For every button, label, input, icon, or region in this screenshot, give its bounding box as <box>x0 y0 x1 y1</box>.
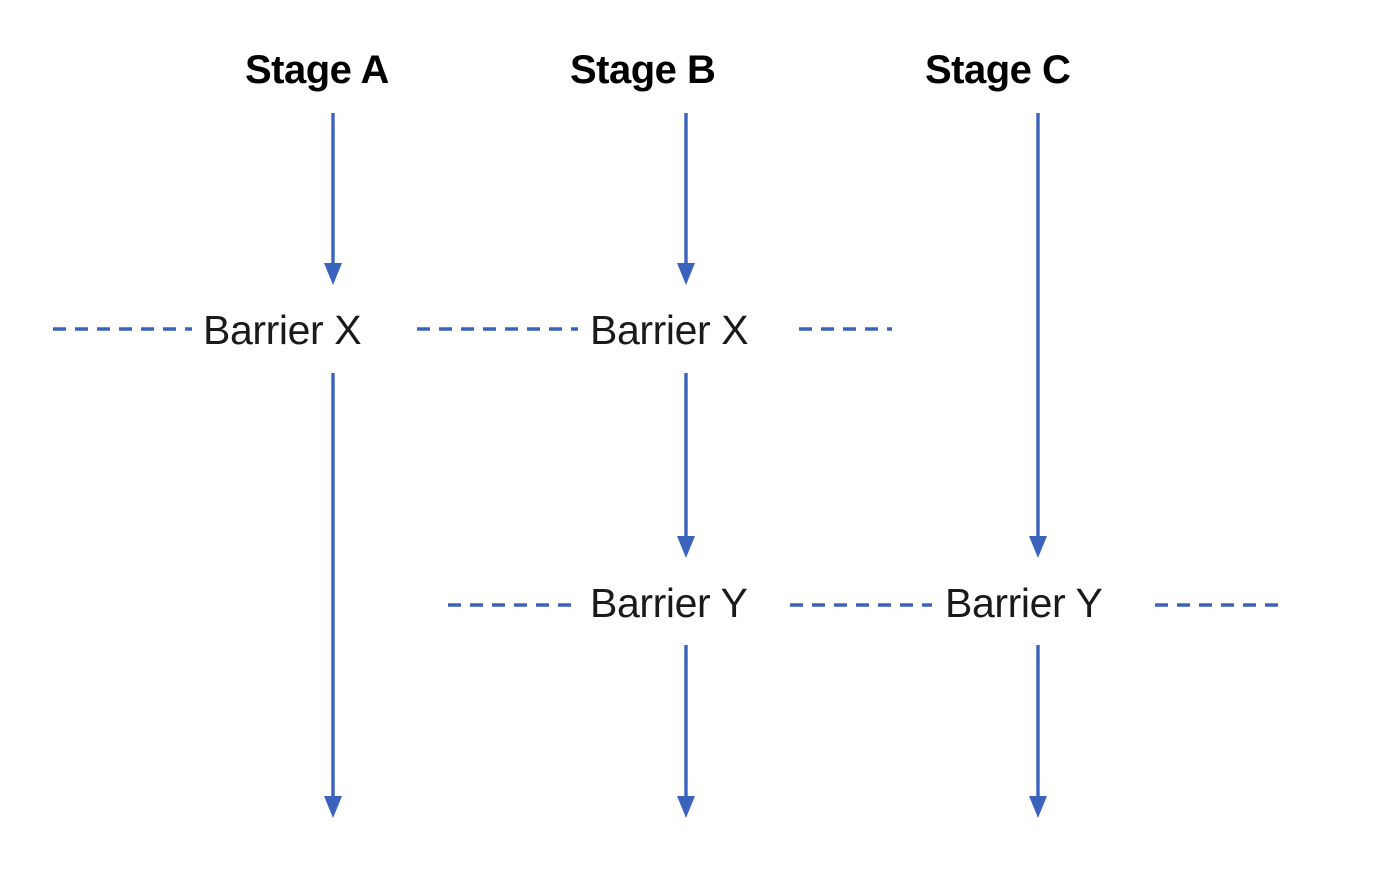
barrier-label-a-x: Barrier X <box>203 307 362 353</box>
barrier-label-b-y: Barrier Y <box>590 580 748 626</box>
dashed-link-barrier-y-left <box>448 603 578 607</box>
arrow-stage-a-barrier-x-to-end <box>324 373 342 818</box>
stage-header-b: Stage B <box>570 48 716 92</box>
arrow-stage-b-barrier-y-to-end <box>677 645 695 818</box>
dashed-link-barrier-y-right <box>1155 603 1287 607</box>
stage-header-c: Stage C <box>925 48 1071 92</box>
barrier-label-b-x: Barrier X <box>590 307 749 353</box>
arrow-stage-a-to-barrier-x <box>324 113 342 285</box>
arrow-stage-b-barrier-x-to-barrier-y <box>677 373 695 558</box>
stage-header-a: Stage A <box>245 48 389 92</box>
dashed-link-barrier-x-left <box>53 327 192 331</box>
arrow-stage-b-to-barrier-x <box>677 113 695 285</box>
dashed-link-barrier-x-middle <box>417 327 578 331</box>
dashed-link-barrier-y-middle <box>790 603 932 607</box>
dashed-link-barrier-x-right <box>799 327 892 331</box>
arrow-stage-c-to-barrier-y <box>1029 113 1047 558</box>
barrier-label-c-y: Barrier Y <box>945 580 1103 626</box>
arrow-stage-c-barrier-y-to-end <box>1029 645 1047 818</box>
